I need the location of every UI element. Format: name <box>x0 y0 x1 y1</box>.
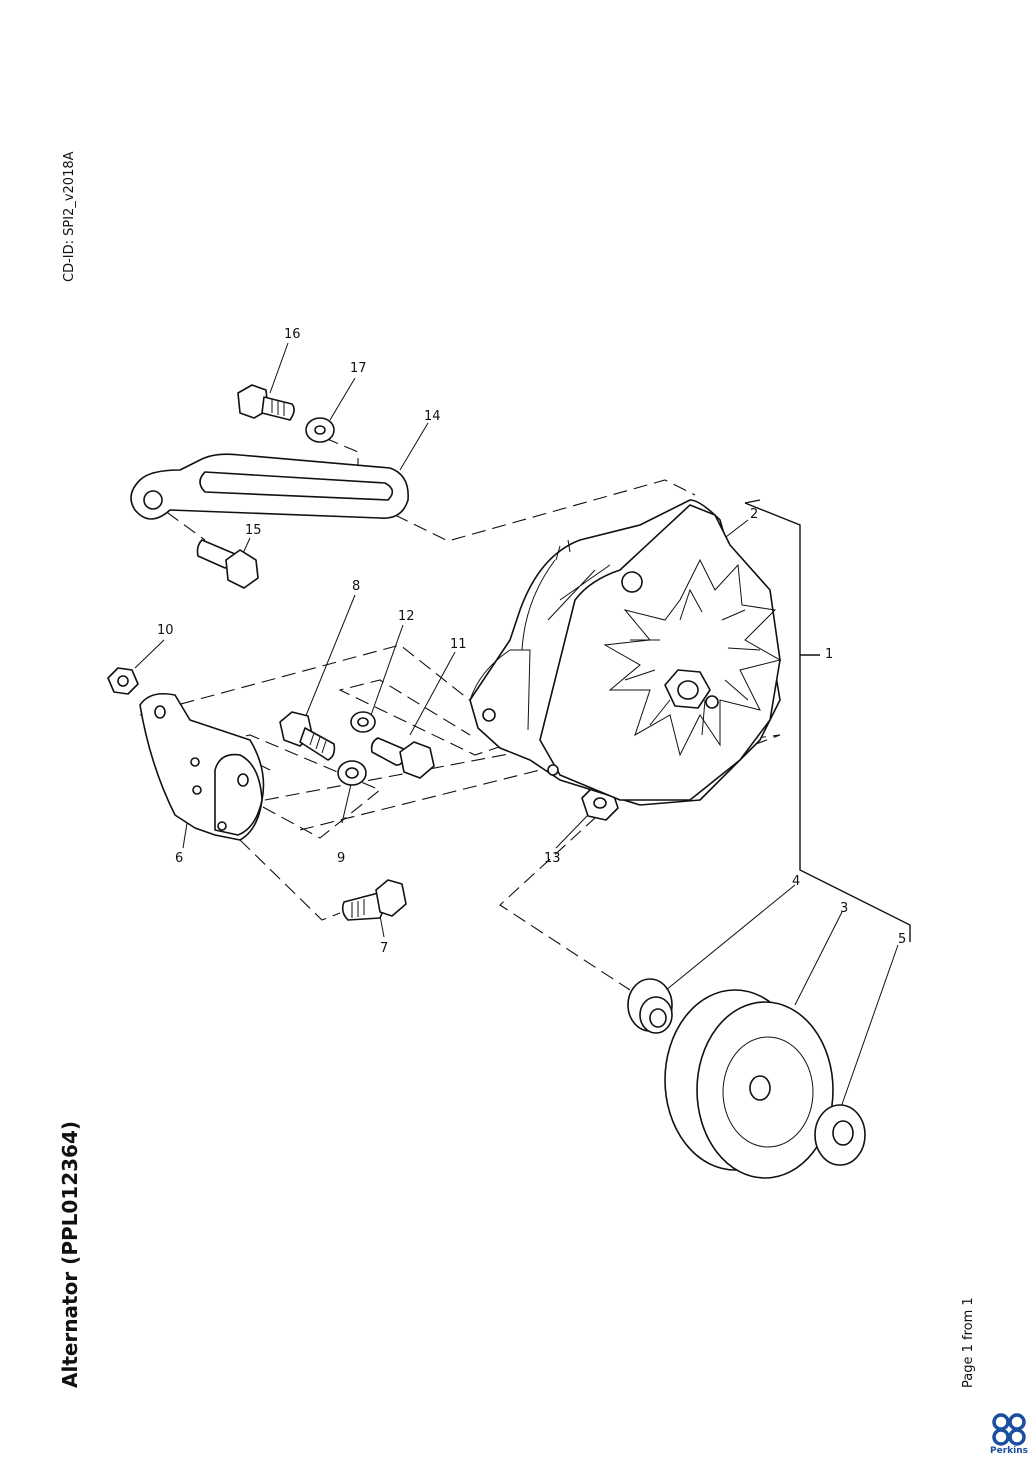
callout-labels: 1 2 3 4 5 6 7 8 9 10 11 12 13 14 15 16 1… <box>157 327 906 956</box>
callout-7: 7 <box>380 941 388 956</box>
washer-5 <box>814 1104 866 1166</box>
adjusting-strap-14 <box>130 453 409 520</box>
bolt-8 <box>279 711 336 761</box>
callout-6: 6 <box>175 851 183 866</box>
group-bracket <box>744 499 911 942</box>
pulley-3 <box>664 989 834 1179</box>
alternator-1 <box>469 499 782 806</box>
leader-lines <box>134 342 899 1111</box>
callout-8: 8 <box>352 579 360 594</box>
spacer-4 <box>627 978 673 1034</box>
spring-washer-9 <box>337 760 367 786</box>
bolt-7 <box>341 879 407 921</box>
callout-17: 17 <box>350 361 367 376</box>
callout-13: 13 <box>544 851 561 866</box>
bolt-15 <box>196 539 259 589</box>
callout-14: 14 <box>424 409 441 424</box>
spring-washer-12 <box>350 711 376 733</box>
perkins-logo-icon <box>992 1413 1026 1446</box>
callout-5: 5 <box>898 932 906 947</box>
brand-name: Perkins <box>990 1446 1028 1456</box>
callout-12: 12 <box>398 609 415 624</box>
callout-9: 9 <box>337 851 345 866</box>
callout-2: 2 <box>750 507 758 522</box>
bolt-11 <box>370 737 435 779</box>
washer-17 <box>305 417 335 443</box>
mounting-bracket-6 <box>139 692 265 841</box>
nut-10 <box>107 667 139 695</box>
callout-16: 16 <box>284 327 301 342</box>
callout-4: 4 <box>792 874 800 889</box>
callout-15: 15 <box>245 523 262 538</box>
callout-1: 1 <box>825 647 833 662</box>
callout-10: 10 <box>157 623 174 638</box>
bolt-16 <box>237 384 295 421</box>
callout-11: 11 <box>450 637 467 652</box>
callout-3: 3 <box>840 901 848 916</box>
